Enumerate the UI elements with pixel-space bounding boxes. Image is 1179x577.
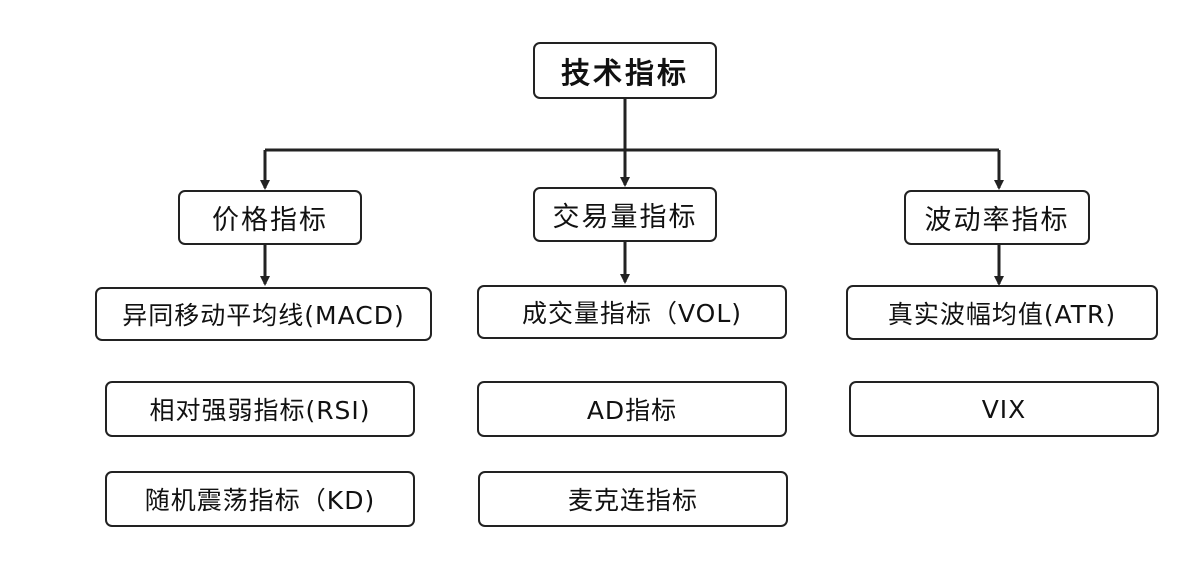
indicator-node-mcclellan: 麦克连指标	[478, 471, 788, 527]
indicator-node-vix: VIX	[849, 381, 1159, 437]
indicator-node-atr: 真实波幅均值(ATR)	[846, 285, 1158, 340]
root-node: 技术指标	[533, 42, 717, 99]
category-node-volume: 交易量指标	[533, 187, 717, 242]
category-node-price: 价格指标	[178, 190, 362, 245]
indicator-node-rsi: 相对强弱指标(RSI)	[105, 381, 415, 437]
indicator-node-vol: 成交量指标（VOL)	[477, 285, 787, 339]
indicator-node-macd: 异同移动平均线(MACD)	[95, 287, 432, 341]
indicator-node-kd: 随机震荡指标（KD)	[105, 471, 415, 527]
category-node-volatility: 波动率指标	[904, 190, 1090, 245]
indicator-node-ad: AD指标	[477, 381, 787, 437]
